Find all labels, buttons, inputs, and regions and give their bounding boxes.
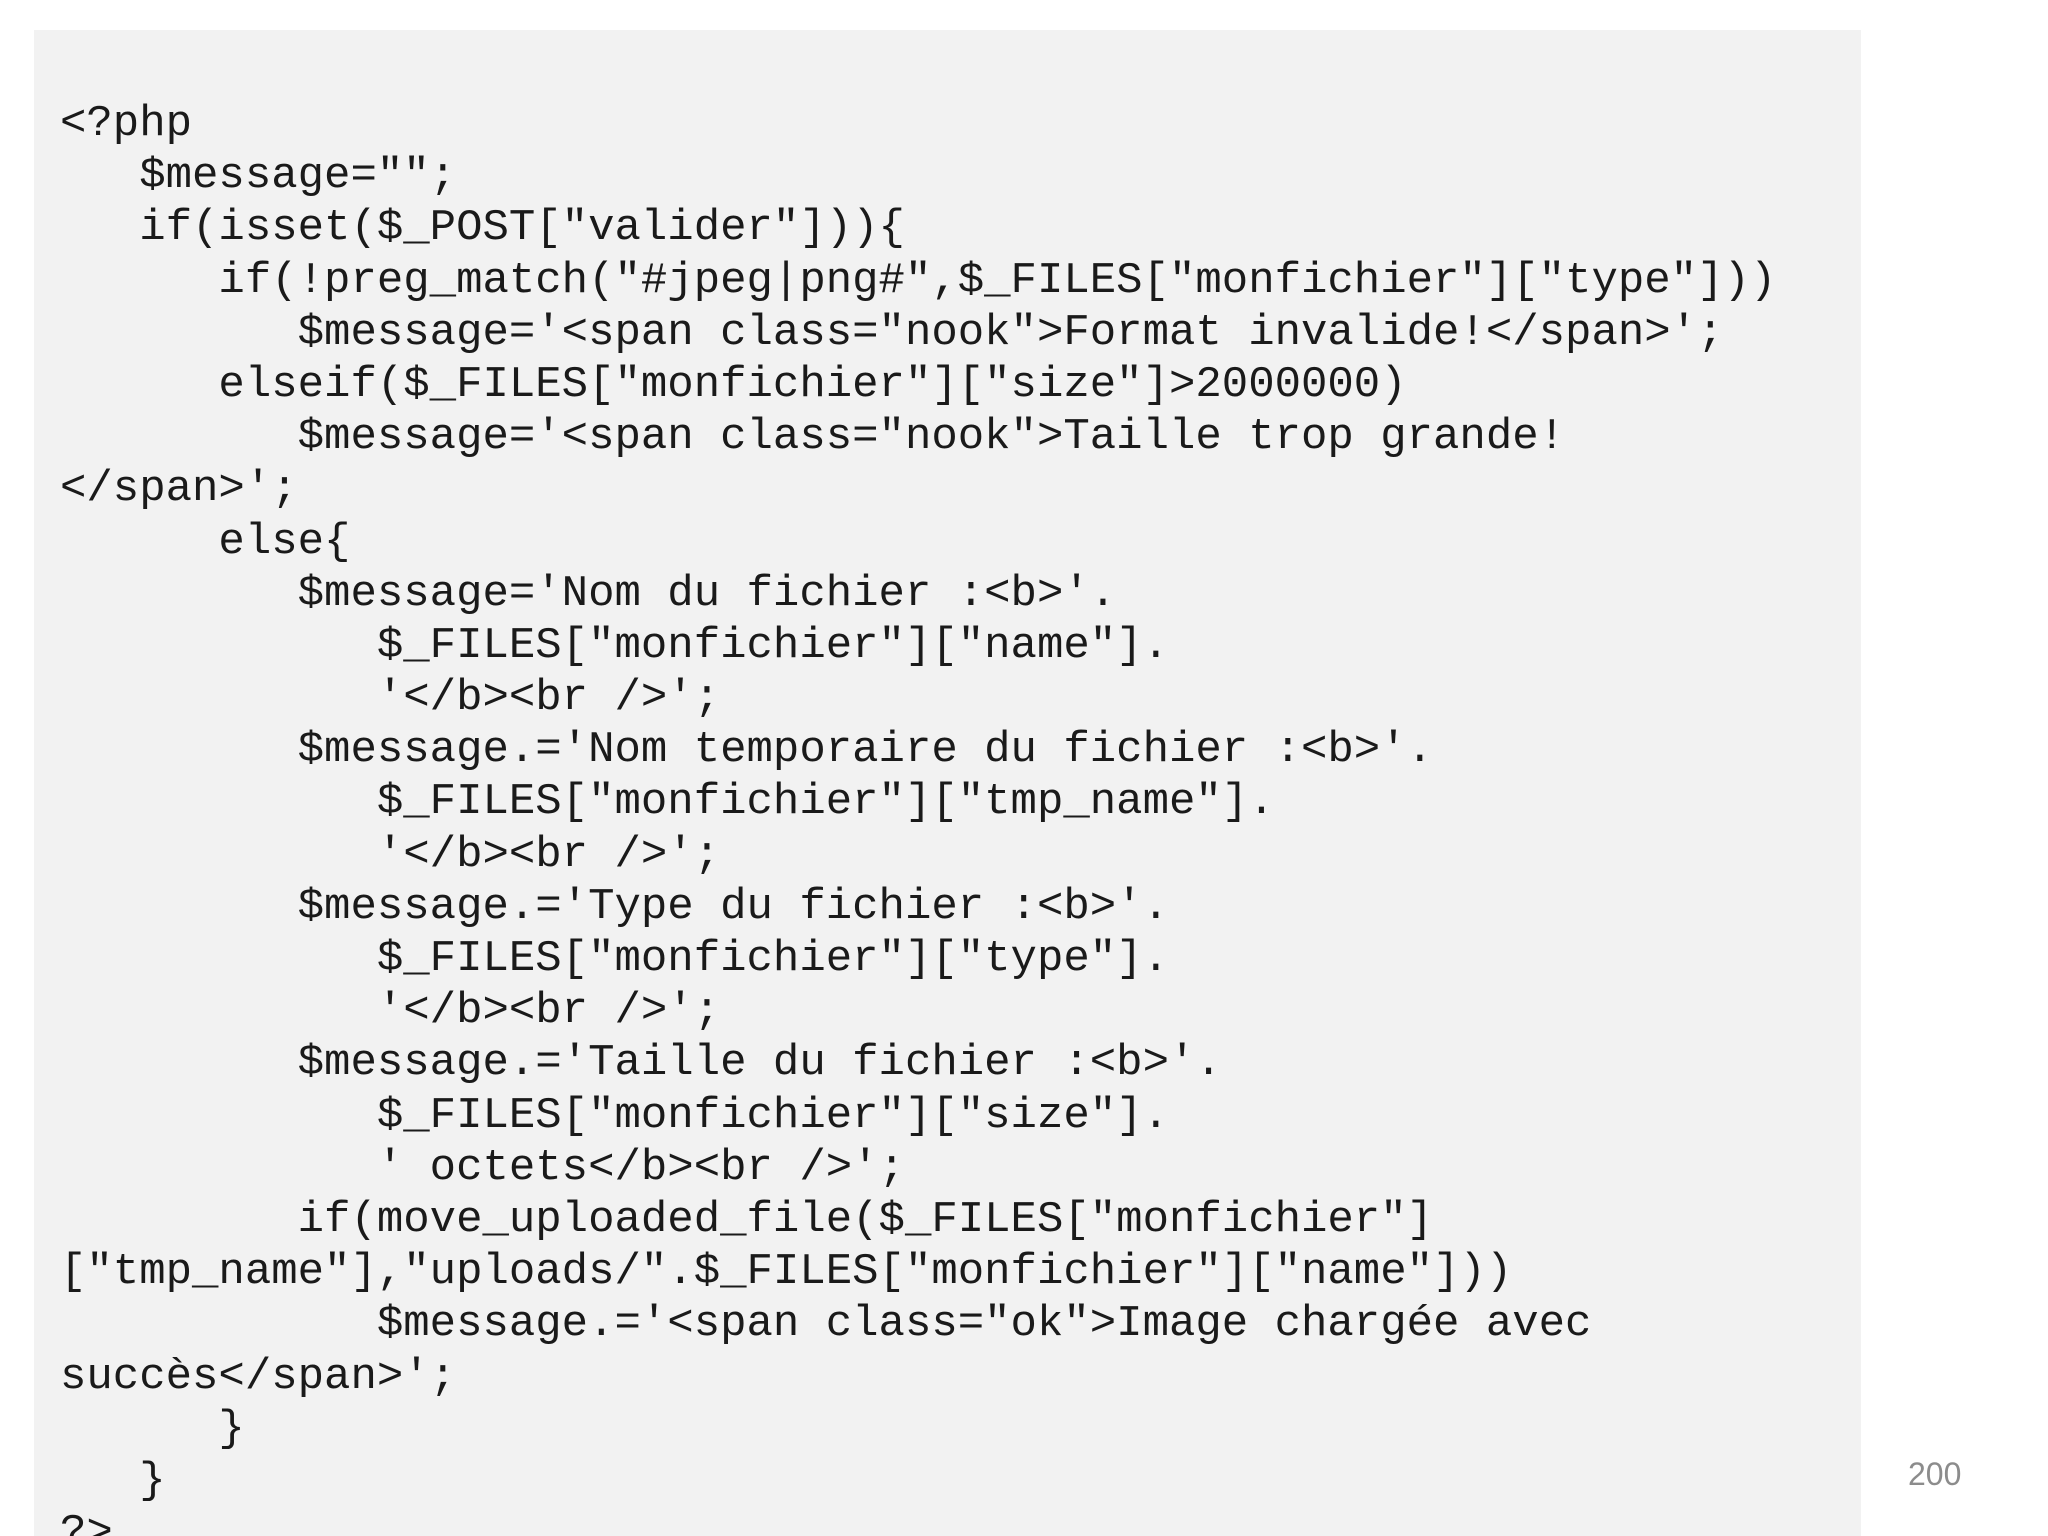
code-line: ' octets</b><br />'; <box>60 1142 905 1193</box>
code-panel: <?php $message=""; if(isset($_POST["vali… <box>34 30 1861 1536</box>
code-line: $_FILES["monfichier"]["name"]. <box>60 620 1169 671</box>
code-line: $message='<span class="nook">Taille trop… <box>60 412 1566 463</box>
code-line: ["tmp_name"],"uploads/".$_FILES["monfich… <box>60 1247 1513 1298</box>
code-line: else{ <box>60 516 351 567</box>
code-line: if(move_uploaded_file($_FILES["monfichie… <box>60 1194 1434 1245</box>
code-line: $message.='Type du fichier :<b>'. <box>60 881 1169 932</box>
code-line: $message.='<span class="ok">Image chargé… <box>60 1299 1592 1350</box>
code-line: '</b><br />'; <box>60 829 721 880</box>
code-line: $message='Nom du fichier :<b>'. <box>60 568 1117 619</box>
code-line: if(!preg_match("#jpeg|png#",$_FILES["mon… <box>60 255 1777 306</box>
code-line: $message.='Nom temporaire du fichier :<b… <box>60 725 1434 776</box>
code-line: ?> <box>60 1508 113 1536</box>
code-line: '</b><br />'; <box>60 673 721 724</box>
code-line: $message='<span class="nook">Format inva… <box>60 307 1724 358</box>
code-line: $message.='Taille du fichier :<b>'. <box>60 1038 1222 1089</box>
code-line: elseif($_FILES["monfichier"]["size"]>200… <box>60 359 1407 410</box>
code-line: $message=""; <box>60 151 457 202</box>
code-line: <?php <box>60 99 193 149</box>
code-line: } <box>60 1403 245 1454</box>
code-line: if(isset($_POST["valider"])){ <box>60 203 905 254</box>
code-line: $_FILES["monfichier"]["tmp_name"]. <box>60 777 1275 828</box>
code-line: </span>'; <box>60 464 298 515</box>
code-line: } <box>60 1455 166 1506</box>
page-number: 200 <box>1908 1456 1962 1492</box>
code-line: $_FILES["monfichier"]["size"]. <box>60 1090 1169 1141</box>
code-line: succès</span>'; <box>60 1351 457 1402</box>
code-block: <?php $message=""; if(isset($_POST["vali… <box>60 98 1776 1536</box>
code-line: '</b><br />'; <box>60 986 721 1037</box>
code-line: $_FILES["monfichier"]["type"]. <box>60 934 1169 984</box>
